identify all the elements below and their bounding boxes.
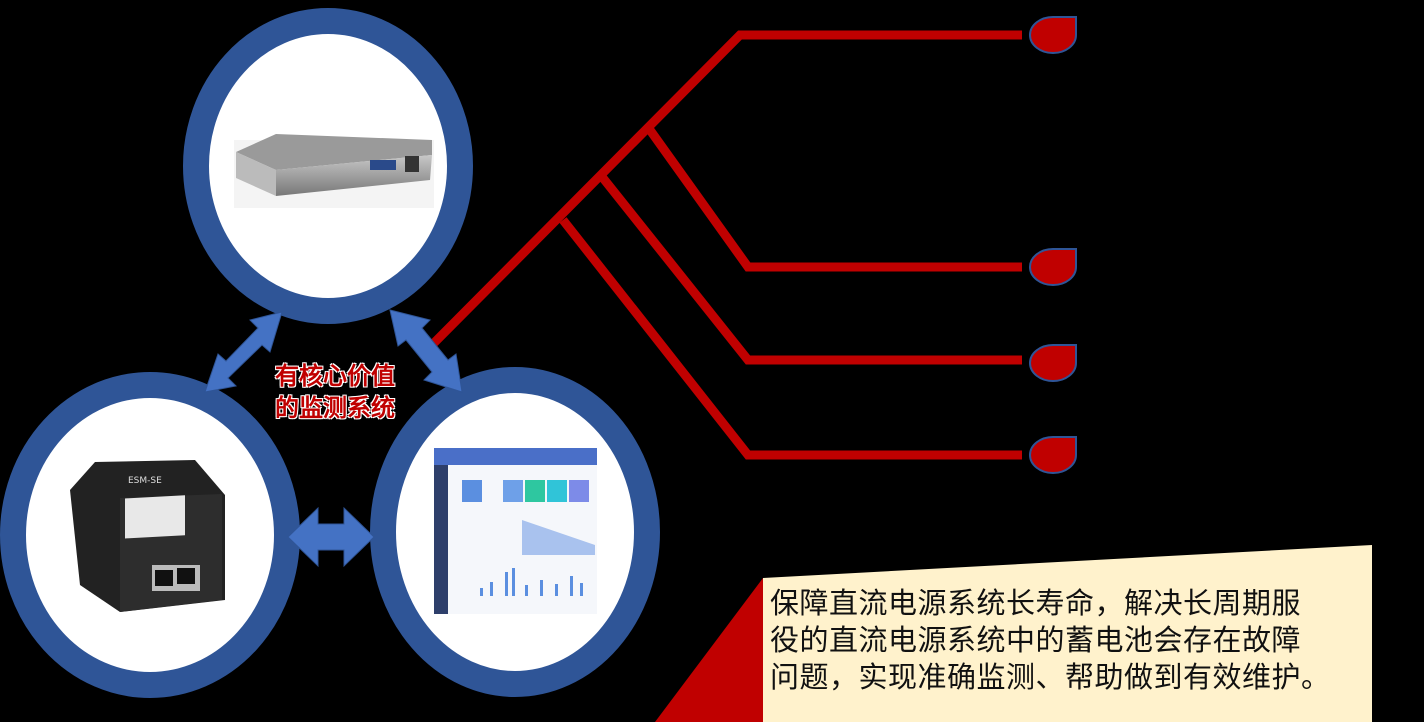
center-label: 有核心价值 的监测系统 [250,360,420,424]
bullet-icon-2 [1029,248,1077,286]
double-arrow-bottom [287,506,375,568]
branch-line-4 [559,217,1022,460]
description-line-3: 问题，实现准确监测、帮助做到有效维护。 [770,660,1331,694]
branch-lines [428,30,1022,460]
bullet-icon-3 [1029,344,1077,382]
center-label-line-2: 的监测系统 [275,394,395,422]
branch-line-1 [428,30,1022,349]
rack-device-image [234,134,434,208]
double-arrow-right [389,309,463,393]
bullet-icon-1 [1029,16,1077,54]
dashboard-screenshot [434,448,597,614]
center-label-line-1: 有核心价值 [275,362,395,390]
module-device-image: ESM-SE [70,460,225,612]
branch-line-2 [646,127,1022,272]
description-text: 保障直流电源系统长寿命，解决长周期服 役的直流电源系统中的蓄电池会存在故障 问题… [770,585,1370,696]
description-line-1: 保障直流电源系统长寿命，解决长周期服 [770,586,1302,620]
branch-line-3 [599,175,1022,365]
note-red-wedge [655,578,763,722]
note-background [763,545,1372,722]
module-label: ESM-SE [128,476,162,486]
double-arrow-left [204,311,283,393]
bullet-icon-4 [1029,436,1077,474]
description-line-2: 役的直流电源系统中的蓄电池会存在故障 [770,623,1302,657]
